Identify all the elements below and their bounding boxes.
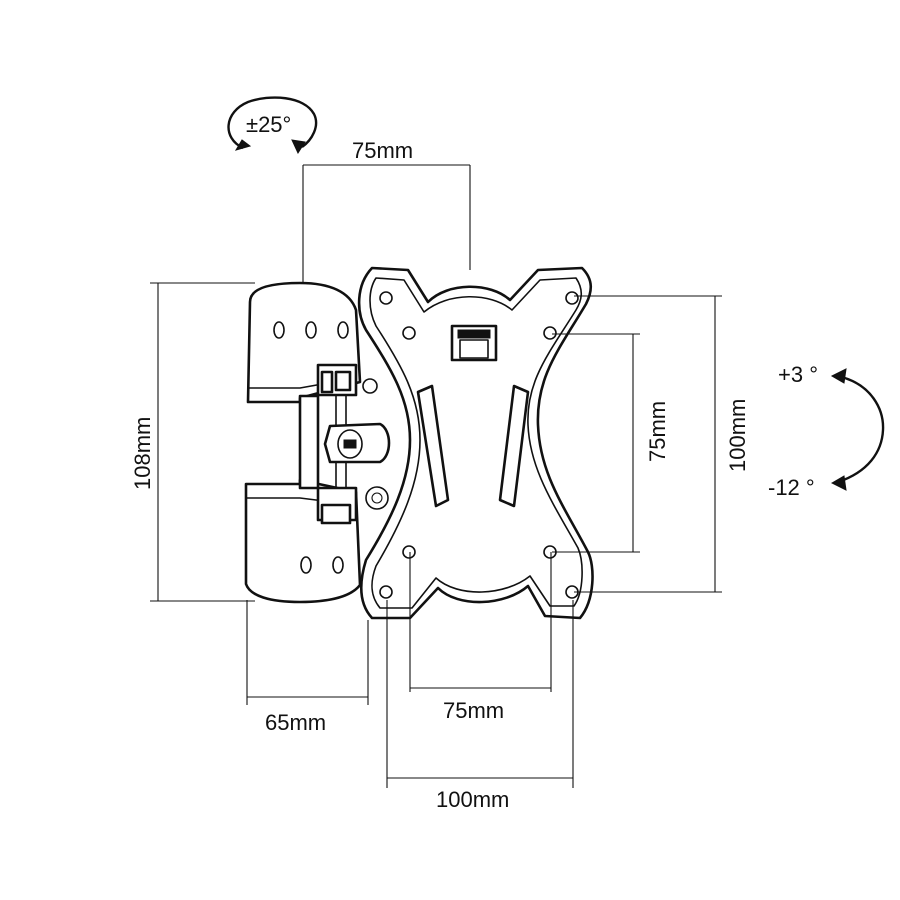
swivel-arrow-icon (227, 96, 318, 150)
wall-hole-icon (332, 556, 344, 574)
top-offset-label: 75mm (352, 138, 413, 163)
tilt-indicator: +3 ° -12 ° (768, 362, 885, 500)
tilt-down-label: -12 ° (768, 475, 815, 500)
vesa-hole-icon (543, 326, 557, 340)
vesa-hole-icon (379, 291, 393, 305)
vesa-large-width-dimension: 100mm (386, 600, 574, 812)
vesa-large-height-label: 100mm (725, 399, 750, 472)
vesa-large-width-label: 100mm (436, 787, 509, 812)
wall-hole-icon (305, 321, 317, 339)
vesa-small-height-label: 75mm (645, 401, 670, 462)
bolt-icon (365, 486, 389, 510)
wall-hole-icon (273, 321, 285, 339)
vesa-large-height-dimension: 100mm (574, 295, 750, 593)
tilt-up-label: +3 ° (778, 362, 818, 387)
top-offset-dimension: 75mm (302, 138, 471, 285)
vesa-small-height-dimension: 75mm (552, 333, 670, 553)
swivel-label: ±25° (246, 112, 291, 137)
vesa-hole-icon (402, 326, 416, 340)
bolt-icon (362, 378, 378, 394)
vesa-hole-icon (565, 291, 579, 305)
swivel-indicator: ±25° (227, 96, 318, 155)
vesa-hole-icon (379, 585, 393, 599)
vesa-hole-icon (402, 545, 416, 559)
pivot-hinge (316, 363, 391, 525)
vesa-small-width-dimension: 75mm (409, 552, 552, 723)
wall-hole-icon (337, 321, 349, 339)
wall-plate-height-label: 108mm (130, 417, 155, 490)
wall-hole-icon (300, 556, 312, 574)
wall-plate-depth-label: 65mm (265, 710, 326, 735)
wall-plate-height-dimension: 108mm (130, 282, 255, 602)
vesa-small-width-label: 75mm (443, 698, 504, 723)
tilt-arrow-icon (837, 374, 885, 484)
wall-plate-depth-dimension: 65mm (246, 600, 369, 735)
vesa-plate (357, 266, 594, 620)
